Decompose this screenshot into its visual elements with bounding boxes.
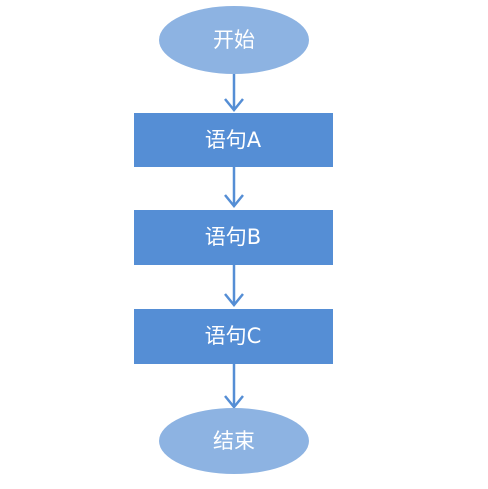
arrow-statement-b-to-c (224, 265, 244, 307)
start-label: 开始 (213, 28, 255, 52)
statement-a-box (134, 113, 333, 167)
end-node: 结束 (159, 408, 309, 474)
statement-b-box (134, 210, 333, 265)
start-node: 开始 (159, 6, 309, 74)
statement-c-node: 语句C (134, 309, 333, 364)
arrow-statement-c-to-end (224, 364, 244, 409)
end-ellipse (159, 408, 309, 474)
start-ellipse (159, 6, 309, 74)
statement-b-node: 语句B (134, 210, 333, 265)
arrow-start-to-statement-a (224, 74, 244, 112)
arrow-statement-a-to-b (224, 167, 244, 208)
statement-a-node: 语句A (134, 113, 333, 167)
end-label: 结束 (213, 429, 255, 453)
statement-c-label: 语句C (205, 324, 262, 348)
statement-c-box (134, 309, 333, 364)
statement-b-label: 语句B (205, 225, 261, 249)
statement-a-label: 语句A (205, 128, 262, 152)
